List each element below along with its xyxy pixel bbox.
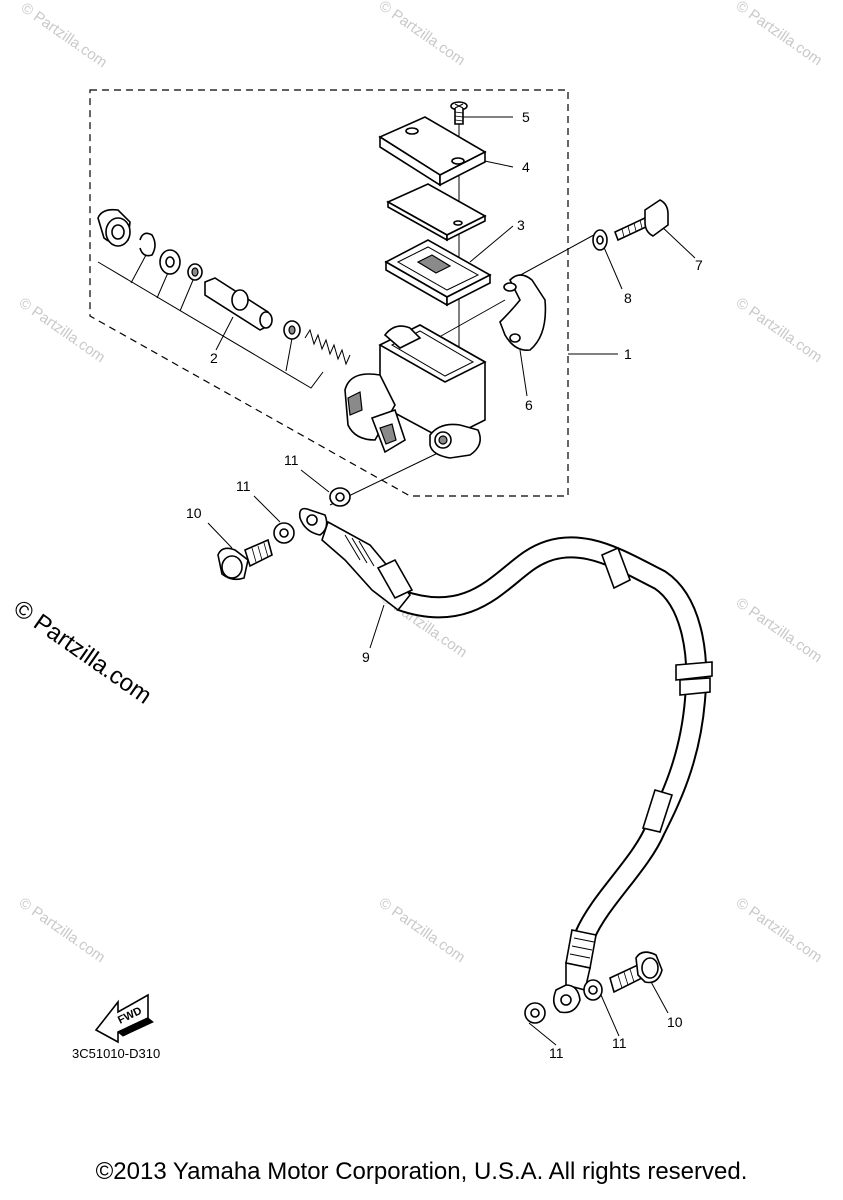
callout-6: 6 — [525, 397, 533, 413]
diagram-part-number: 3C51010-D310 — [72, 1046, 160, 1061]
callout-labels: 1 2 3 4 5 6 7 8 9 10 10 11 11 11 11 — [186, 109, 703, 1061]
master-cylinder-body — [344, 324, 487, 459]
callout-1: 1 — [624, 346, 632, 362]
part-10-banjo-bolts — [217, 538, 663, 994]
callout-8: 8 — [624, 290, 632, 306]
callout-5: 5 — [522, 109, 530, 125]
watermark-tc: © Partzilla.com — [376, 0, 469, 69]
part-9-brake-hose — [298, 507, 713, 1014]
callout-9: 9 — [362, 649, 370, 665]
callout-3: 3 — [517, 217, 525, 233]
part-3-diaphragm — [384, 239, 492, 307]
watermark-br: © Partzilla.com — [733, 894, 826, 966]
part-8-washer — [592, 229, 608, 251]
watermark-bc: © Partzilla.com — [376, 894, 469, 966]
watermark-tl: © Partzilla.com — [18, 0, 111, 71]
cap-plate — [386, 183, 487, 242]
part-11-washers — [273, 487, 603, 1024]
callout-10-lower: 10 — [667, 1014, 683, 1030]
fwd-arrow-icon: FWD — [94, 993, 154, 1044]
watermark-mr: © Partzilla.com — [733, 294, 826, 366]
parts-diagram: © Partzilla.com © Partzilla.com © Partzi… — [9, 0, 826, 1061]
leader-lines — [97, 110, 696, 1046]
watermark-cr: © Partzilla.com — [733, 594, 826, 666]
callout-10-upper: 10 — [186, 505, 202, 521]
copyright-notice: ©2013 Yamaha Motor Corporation, U.S.A. A… — [95, 1158, 748, 1185]
watermark-large: © Partzilla.com — [9, 595, 157, 710]
part-4-cap — [378, 116, 487, 187]
watermark-ml: © Partzilla.com — [16, 294, 109, 366]
part-7-bolt — [613, 199, 669, 242]
callout-11-c: 11 — [549, 1045, 564, 1061]
part-6-clamp — [499, 274, 547, 352]
callout-4: 4 — [522, 159, 530, 175]
callout-11-a: 11 — [284, 452, 299, 468]
callout-11-d: 11 — [612, 1035, 627, 1051]
assembly-boundary — [89, 89, 569, 497]
watermark-tr: © Partzilla.com — [733, 0, 826, 69]
callout-11-b: 11 — [236, 478, 251, 494]
part-5-screw — [450, 101, 468, 125]
callout-7: 7 — [695, 257, 703, 273]
piston-components — [97, 208, 351, 366]
watermark-bl: © Partzilla.com — [16, 894, 109, 966]
callout-2: 2 — [210, 350, 218, 366]
